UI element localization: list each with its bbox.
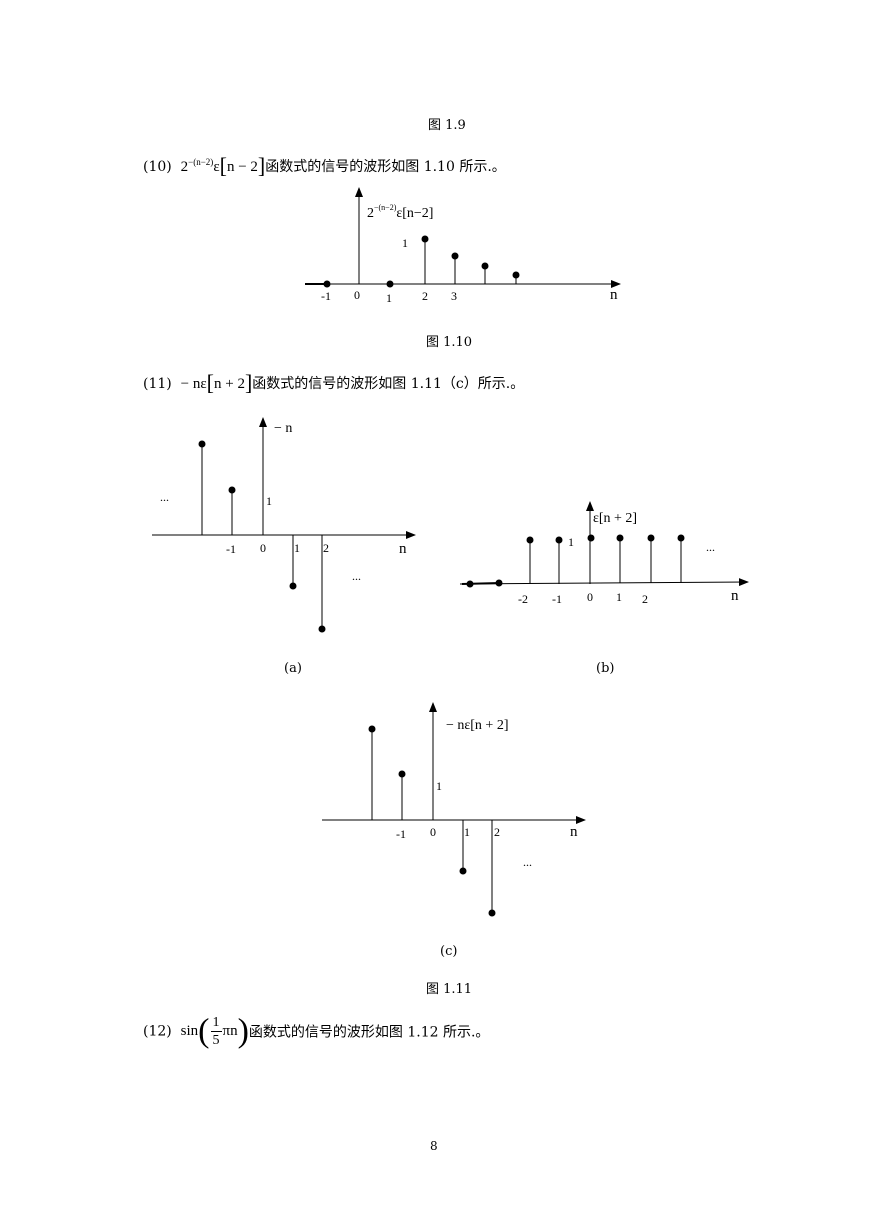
subfigure-caption-c: (c) [440,944,458,959]
value-label-one: 1 [266,494,272,508]
paragraph-text: 函数式的信号的波形如图 1.11（c）所示.。 [252,376,525,392]
sample-point [459,867,467,875]
sample-point [677,534,685,542]
sample-point [488,909,496,917]
paragraph-text: 函数式的信号的波形如图 1.12 所示.。 [248,1024,490,1041]
x-axis [459,578,749,587]
ellipsis-left: ... [160,490,169,504]
sample-point [481,262,489,270]
y-axis-label: − n [274,421,292,436]
tick-label: 1 [616,590,622,604]
page-number: 8 [430,1139,438,1153]
sample-point [647,534,655,542]
sample-point [398,770,406,778]
figure-1-11-c: − nε[n + 2] 1 ... n -1 0 1 2 [322,702,586,917]
sample-point [451,252,459,260]
x-axis-label: n [570,824,578,840]
item-number: (10) [143,159,172,175]
sample-point [421,235,429,243]
tick-label: 0 [354,288,360,302]
sample-point [587,534,595,542]
sample-point [318,625,326,633]
subfigure-caption-a: (a) [284,661,302,676]
tick-label: -1 [226,542,236,556]
ellipsis-right: ... [523,855,532,869]
x-axis-label: n [610,287,618,303]
ellipsis-right: ... [352,569,361,583]
tick-label: 1 [294,541,300,555]
sample-point [555,536,563,544]
value-label-one: 1 [436,779,442,793]
y-axis-label: 2−(n−2)ε[n−2] [367,203,433,221]
sample-point [368,725,376,733]
tick-label: 3 [451,289,457,303]
figure-caption-1-10: 图 1.10 [426,335,473,350]
tick-label: 0 [260,541,266,555]
tick-label: -1 [396,827,406,841]
formula: − nε[n + 2] [180,370,253,395]
paragraph-11: (11) − nε[n + 2]函数式的信号的波形如图 1.11（c）所示.。 [143,368,525,395]
paragraph-text: 函数式的信号的波形如图 1.10 所示.。 [265,159,506,175]
tick-label: -2 [518,592,528,606]
figure-caption-1-11: 图 1.11 [426,982,473,997]
tick-label: 0 [587,590,593,604]
figure-caption-1-9: 图 1.9 [428,118,466,133]
value-label-one: 1 [402,236,408,250]
figure-1-11-a: − n 1 ... ... n -1 0 1 2 [152,417,416,633]
sample-point [526,536,534,544]
ellipsis-right: ... [706,540,715,554]
item-number: (11) [143,376,172,392]
tick-label: 2 [642,592,648,606]
sample-point [495,579,503,587]
item-number: (12) [143,1023,172,1040]
sample-point [512,271,520,279]
y-axis-label: ε[n + 2] [593,511,637,526]
y-axis-label: − nε[n + 2] [446,718,509,733]
formula: 2−(n−2)ε[n − 2] [180,153,266,178]
figure-1-11-b: ε[n + 2] 1 ... n -2 -1 0 1 2 [459,501,749,606]
tick-label: 1 [386,291,392,305]
sample-point [616,534,624,542]
tick-label: 0 [430,825,436,839]
x-axis-label: n [731,588,739,604]
subfigure-caption-b: (b) [596,661,615,676]
tick-label: 2 [323,541,329,555]
paragraph-10: (10) 2−(n−2)ε[n − 2]函数式的信号的波形如图 1.10 所示.… [143,151,506,178]
tick-label: 2 [422,289,428,303]
sample-point [289,582,297,590]
sample-point [228,486,236,494]
sample-point [386,280,394,288]
tick-label: 2 [494,825,500,839]
tick-label: -1 [552,592,562,606]
tick-label: 1 [464,825,470,839]
value-label-one: 1 [568,535,574,549]
sample-point [466,580,474,588]
sample-point [198,440,206,448]
sample-point [323,280,331,288]
x-axis-label: n [399,541,407,557]
tick-label: -1 [321,289,331,303]
figure-1-10: 2−(n−2)ε[n−2] 1 n -1 0 1 2 3 [305,187,621,305]
